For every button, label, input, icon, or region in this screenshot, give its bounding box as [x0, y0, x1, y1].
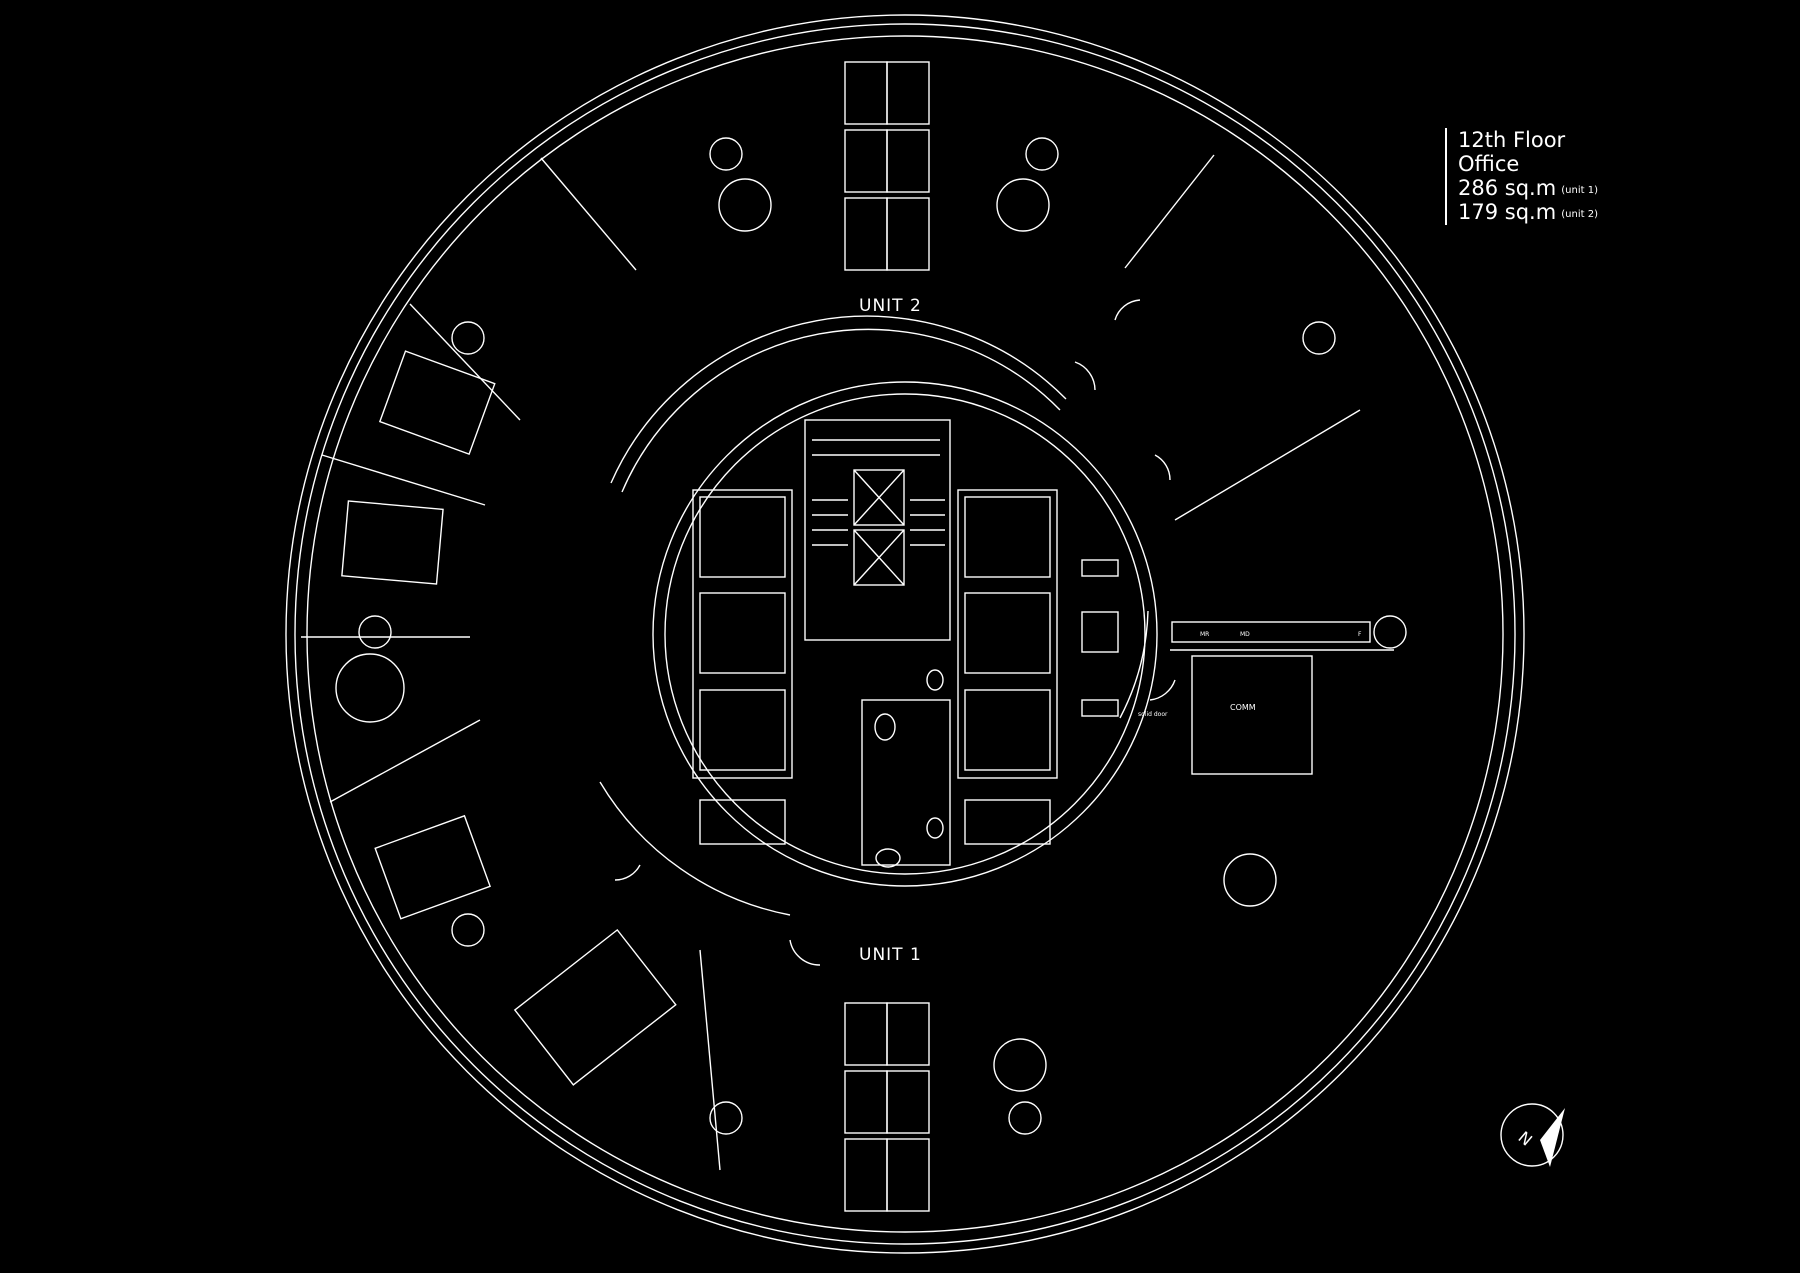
floor-legend: 12th Floor Office 286 sq.m (unit 1) 179 …: [1445, 128, 1598, 225]
legend-use: Office: [1458, 152, 1520, 177]
central-core: [652, 381, 1158, 887]
md-label: MD: [1240, 631, 1250, 638]
pantry-counter: [1171, 621, 1371, 643]
partition-walls: [301, 154, 1394, 1171]
desks-top: [844, 61, 930, 271]
comm-label: COMM: [1230, 703, 1256, 712]
unit-1-label: UNIT 1: [859, 945, 922, 965]
right-core-toilets: [1081, 559, 1119, 717]
legend-floor: 12th Floor: [1458, 128, 1566, 152]
desks-bottom: [844, 1002, 930, 1212]
stairwell: [804, 419, 951, 641]
unit-2-label: UNIT 2: [859, 296, 922, 316]
legend-area-unit2: 179 sq.m (unit 2): [1458, 200, 1598, 225]
compass-icon: [1500, 1103, 1565, 1167]
door-swings: [614, 299, 1176, 966]
comm-room: [1191, 655, 1313, 775]
legend-area-unit1: 286 sq.m (unit 1): [1458, 176, 1598, 201]
f-label: F: [1358, 631, 1362, 638]
mr-label: MR: [1200, 631, 1209, 638]
elevator-bank-left: [692, 489, 793, 845]
columns: [358, 137, 1407, 1135]
corridor-ring: [599, 315, 1149, 916]
meeting-tables: [335, 178, 1277, 1092]
elevator-bank-right: [957, 489, 1058, 845]
outer-wall: [285, 14, 1525, 1254]
solid-door-label: solid door: [1138, 711, 1168, 718]
core-toilets: [861, 669, 951, 868]
compass-letter: N: [1515, 1128, 1536, 1150]
